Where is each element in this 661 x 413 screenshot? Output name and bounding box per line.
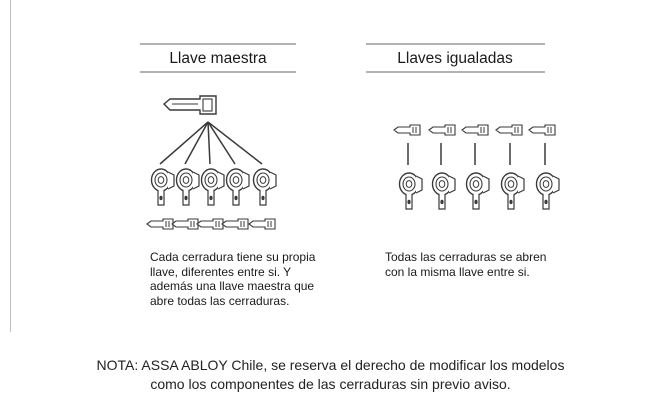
key-icon <box>196 218 224 230</box>
key-icon <box>528 124 556 136</box>
left-border-line <box>10 0 11 332</box>
key-icon <box>393 124 421 136</box>
key-icon <box>495 124 523 136</box>
master-key-caption: Cada cerradura tiene su propia llave, di… <box>150 250 320 308</box>
keyed-alike-keys-row <box>393 124 556 136</box>
key-icon <box>461 124 489 136</box>
lock-cylinder-icon <box>252 168 277 206</box>
master-key-icon <box>162 95 217 115</box>
caption-line: con la misma llave entre si. <box>385 264 530 279</box>
caption-line: llave, diferentes entre si. Y <box>150 264 292 279</box>
lock-cylinder-icon <box>465 172 490 210</box>
keyed-alike-caption: Todas las cerraduras se abren con la mis… <box>385 250 585 279</box>
master-key-title: Llave maestra <box>169 50 267 67</box>
lock-cylinder-icon <box>200 168 225 206</box>
disclaimer-note: NOTA: ASSA ABLOY Chile, se reserva el de… <box>0 356 661 394</box>
key-icon <box>171 218 199 230</box>
keyed-alike-section: Llaves igualadas <box>366 43 560 210</box>
caption-line: Todas las cerraduras se abren <box>385 250 547 264</box>
individual-keys-row <box>146 218 276 230</box>
master-locks-row <box>150 168 277 206</box>
keyed-alike-locks-row <box>398 172 560 210</box>
lock-cylinder-icon <box>398 172 423 210</box>
caption-line: Cada cerradura tiene su propia <box>150 250 316 264</box>
lock-cylinder-icon <box>150 168 175 206</box>
lock-cylinder-icon <box>431 172 456 210</box>
note-line: como los componentes de las cerraduras s… <box>150 376 511 392</box>
caption-line: abre todas las cerraduras. <box>150 293 290 308</box>
lock-key-diagram: Llave maestra <box>140 43 560 230</box>
master-key-connector-lines <box>159 121 263 165</box>
key-icon <box>146 218 174 230</box>
lock-cylinder-icon <box>535 172 560 210</box>
caption-line: además una llave maestra que <box>150 279 315 293</box>
note-line: NOTA: ASSA ABLOY Chile, se reserva el de… <box>96 357 565 373</box>
lock-cylinder-icon <box>175 168 200 206</box>
lock-cylinder-icon <box>225 168 250 206</box>
lock-cylinder-icon <box>500 172 525 210</box>
keyed-alike-connector-lines <box>407 143 546 165</box>
master-key-section: Llave maestra <box>140 43 296 230</box>
keyed-alike-title: Llaves igualadas <box>397 50 513 67</box>
key-icon <box>248 218 276 230</box>
key-icon <box>221 218 249 230</box>
key-icon <box>428 124 456 136</box>
